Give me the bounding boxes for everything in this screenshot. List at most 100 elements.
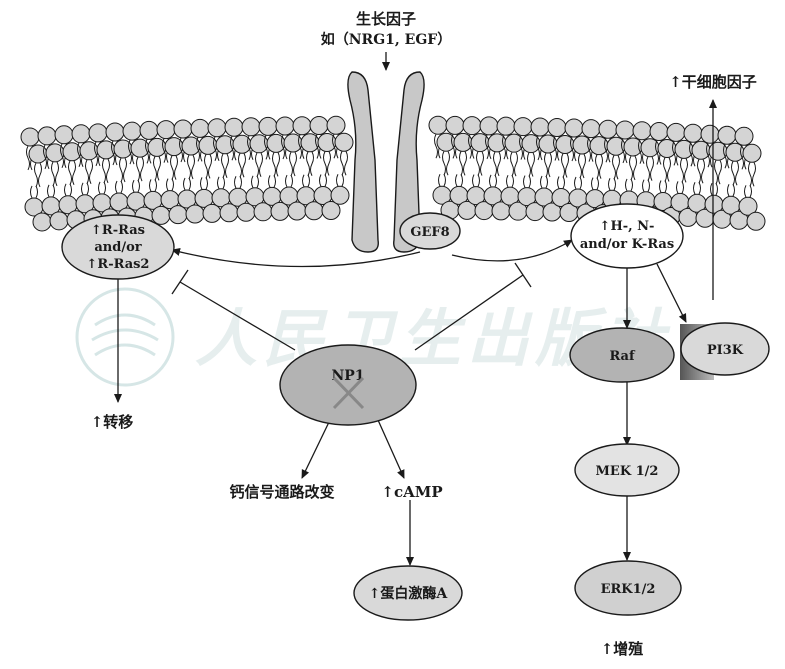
lipid-tail [574, 176, 582, 190]
lipid-head [734, 126, 754, 146]
lipid-tail [438, 173, 446, 187]
pi3k-node: PI3K [680, 322, 770, 380]
lipid-tail [51, 161, 59, 187]
growth-factor-label: 生长因子 [356, 10, 416, 28]
lipid-tail [234, 176, 242, 189]
np1-inhibited-x-mark [332, 376, 365, 410]
lipid-head [168, 205, 188, 225]
r-ras-ellipse [61, 214, 175, 280]
lipid-head [88, 123, 108, 143]
gef8-to-r-ras-arrow [171, 248, 421, 268]
lipid-head [20, 127, 40, 147]
pka-label: ↑蛋白激酶A [369, 585, 449, 602]
lipid-head [700, 124, 720, 144]
lipid-tail [336, 174, 344, 187]
lipid-tail [455, 174, 463, 187]
lipid-head [742, 143, 762, 163]
lipid-head [683, 123, 703, 143]
r-ras-node: ↑R-Ras and/or ↑R-Ras2 [61, 214, 175, 280]
lipid-head [746, 211, 766, 231]
lipid-tail [527, 152, 535, 177]
np1-to-camp-arrow [377, 419, 405, 479]
raf-node: Raf [569, 327, 675, 383]
lipid-head [139, 120, 159, 140]
lipid-tail [115, 180, 123, 194]
mek-label: MEK 1/2 [596, 464, 659, 479]
lipid-tail [340, 151, 348, 176]
lipid-tail [646, 156, 654, 181]
lipid-head [564, 118, 584, 138]
lipid-tail [561, 153, 569, 178]
lipid-head [530, 117, 550, 137]
lipid-head [666, 122, 686, 142]
np1-inhibits-right-bar [514, 262, 532, 288]
lipid-head [54, 125, 74, 145]
lipid-head [275, 116, 295, 136]
lipid-head [309, 115, 329, 135]
lipid-head [49, 211, 69, 231]
lipid-tail [642, 179, 650, 192]
r-ras-line2: and/or [94, 240, 141, 255]
np1-node: NP1 [279, 344, 417, 426]
hnk-ras-ellipse [570, 203, 684, 269]
growth-factor-examples: 如（NRG1, EGF） [321, 31, 451, 48]
np1-inhibits-left [179, 281, 296, 351]
lipid-tail [693, 182, 701, 195]
lipid-tail [285, 174, 293, 188]
connections [114, 239, 687, 566]
lipid-head [321, 200, 341, 220]
pka-ellipse [353, 565, 463, 621]
erk-ellipse [574, 560, 682, 616]
lipid-tail [744, 185, 752, 198]
lipid-head [496, 116, 516, 136]
raf-ellipse [569, 327, 675, 383]
lipid-tail [238, 153, 246, 178]
lipid-head [428, 115, 448, 135]
erk-node: ERK1/2 [574, 560, 682, 616]
ras-to-pi3k-arrow [656, 263, 687, 323]
lipid-tail [608, 178, 616, 191]
lipid-head [632, 121, 652, 141]
gef8-ellipse [399, 212, 461, 250]
gef8-to-hnk-ras-arrow [451, 239, 573, 262]
lipid-head [253, 202, 273, 222]
lipid-head [37, 126, 57, 146]
lipid-head [258, 116, 278, 136]
calcium-signaling-label: 钙信号通路改变 [229, 483, 334, 501]
lipid-tail [251, 175, 259, 189]
lipid-tail [591, 177, 599, 190]
lipid-head [292, 116, 312, 136]
np1-label: NP1 [331, 368, 364, 384]
lipid-tail [557, 176, 565, 189]
lipid-tail [217, 176, 225, 190]
lipid-head [156, 120, 176, 140]
hnk-ras-node: ↑H-, N- and/or K-Ras [570, 203, 684, 269]
lipid-tail [323, 151, 331, 176]
lipid-tail [132, 179, 140, 193]
lipid-tail [459, 151, 467, 176]
lipid-head [190, 118, 210, 138]
lipid-head [326, 115, 346, 135]
receptor [347, 71, 425, 253]
lipid-tail [659, 180, 667, 193]
lipid-head [202, 203, 222, 223]
lipid-head [445, 115, 465, 135]
hnk-ras-line1: ↑H-, N- [600, 219, 655, 234]
erk-label: ERK1/2 [601, 582, 656, 597]
lipid-head [236, 202, 256, 222]
lipid-tail [523, 175, 531, 188]
lipid-tail [676, 181, 684, 194]
lipid-head [330, 185, 350, 205]
lipid-tail [68, 160, 76, 186]
lipid-tail [268, 175, 276, 188]
lipid-tail [612, 155, 620, 180]
lipid-tail [714, 159, 722, 185]
lipid-tail [710, 182, 718, 196]
lipid-head [717, 125, 737, 145]
camp-label: ↑cAMP [381, 483, 442, 501]
lipid-head [105, 122, 125, 142]
lipid-head [185, 204, 205, 224]
gef8-node: GEF8 [399, 212, 461, 250]
lipid-tail [153, 156, 161, 181]
np1-inhibits-right [414, 274, 524, 351]
